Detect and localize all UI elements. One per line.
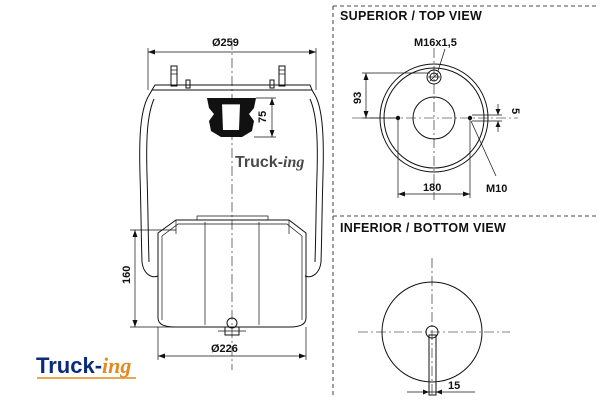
bolt-m10-label: M10 (486, 183, 507, 195)
bottom-diameter-label: Ø226 (211, 343, 238, 355)
top-diameter-label: Ø259 (212, 37, 239, 49)
brand-logo: Truck-ing (36, 353, 136, 379)
width-15-label: 15 (448, 380, 460, 392)
top-studs (170, 65, 286, 89)
top-view: SUPERIOR / TOP VIEW M16x1,5 93 180 (340, 9, 521, 200)
svg-text:Truck-ing: Truck-ing (235, 154, 304, 171)
top-view-title: SUPERIOR / TOP VIEW (340, 9, 482, 23)
bolt-right (467, 115, 473, 121)
dim-160: 160 (121, 229, 176, 328)
bottom-view-title: INFERIOR / BOTTOM VIEW (340, 221, 506, 235)
top-plate (147, 89, 317, 98)
view-frames (332, 5, 598, 398)
bottom-plate-outline (381, 281, 483, 383)
bottom-slot (428, 334, 437, 396)
spacing-180-label: 180 (423, 182, 441, 194)
size-5-label: 5 (509, 108, 521, 114)
air-fitting (426, 69, 442, 85)
height-75-label: 75 (257, 111, 269, 123)
dim-bottom-diameter: Ø226 (157, 327, 307, 360)
offset-93-label: 93 (352, 92, 364, 104)
height-160-label: 160 (121, 266, 133, 284)
thread-label: M16x1,5 (414, 37, 457, 49)
bolt-left (395, 115, 401, 121)
dim-top-diameter: Ø259 (147, 37, 317, 90)
bottom-view: INFERIOR / BOTTOM VIEW 15 (340, 221, 510, 396)
air-spring-side-view: Ø259 75 160 Ø226 Tr (121, 37, 324, 370)
svg-text:Truck-ing: Truck-ing (36, 353, 131, 378)
watermark-logo: Truck-ing (235, 154, 304, 171)
center-hole (412, 96, 456, 140)
bottom-center-stud (425, 325, 439, 339)
bellows-right (304, 96, 324, 278)
dim-75: 75 (254, 97, 276, 138)
piston (157, 219, 307, 328)
bellows-left (139, 96, 159, 278)
